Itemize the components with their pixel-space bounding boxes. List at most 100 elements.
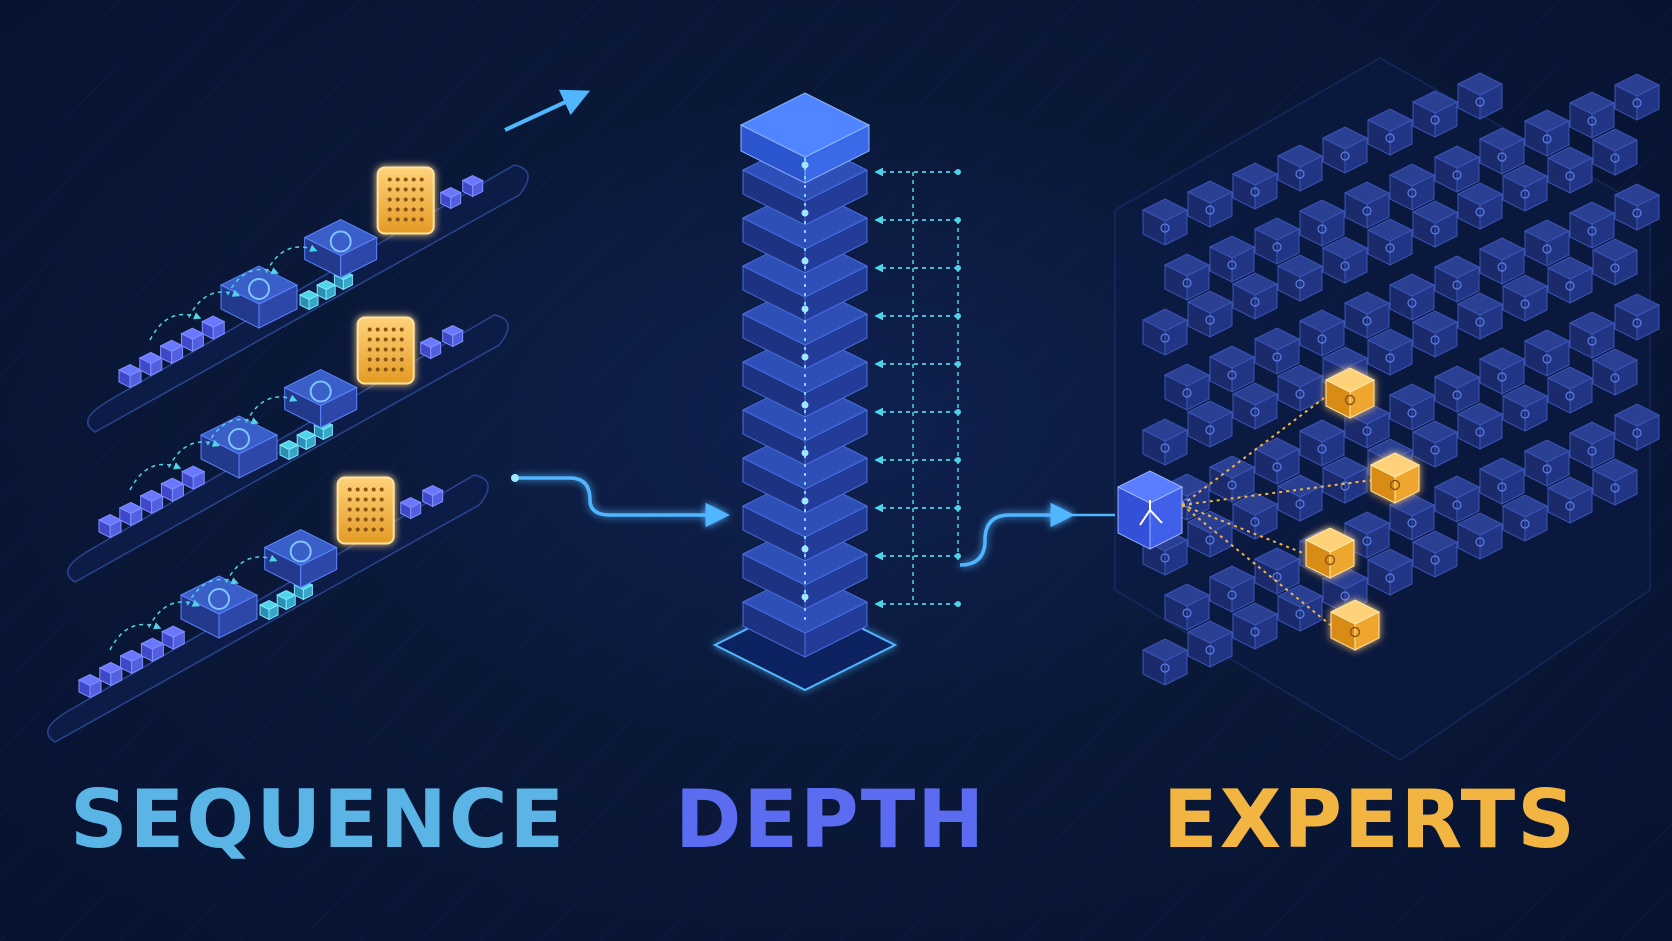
expert-cube (1613, 403, 1661, 451)
person-icon (1520, 409, 1530, 419)
person-icon (1272, 352, 1282, 362)
expert-cube (1501, 494, 1549, 542)
skip-node (955, 169, 961, 175)
loop-arrow-icon (208, 588, 230, 610)
grid-dots-icon (363, 487, 368, 492)
expert-cube (1411, 310, 1459, 358)
active-expert-cube (1304, 527, 1356, 579)
sequence-track (46, 474, 489, 743)
person-icon (1430, 555, 1440, 565)
person-icon (1227, 480, 1237, 490)
expert-cube (1501, 274, 1549, 322)
grid-dots-icon (371, 507, 376, 512)
person-icon (1497, 482, 1507, 492)
experts-label: EXPERTS (1163, 773, 1577, 866)
experts-diagram (1114, 57, 1661, 761)
expert-cube (1523, 439, 1571, 487)
sequence-token (138, 351, 163, 377)
expert-cube (1208, 565, 1256, 613)
expert-cube (1411, 200, 1459, 248)
grid-dots-icon (387, 177, 392, 182)
expert-cube (1231, 602, 1279, 650)
expert-cube (1163, 363, 1211, 411)
grid-dots-icon (403, 187, 408, 192)
sequence-token (118, 501, 143, 527)
grid-dots-icon (355, 487, 360, 492)
grid-dots-icon (395, 197, 400, 202)
expert-cube (1276, 144, 1324, 192)
grid-line (179, 0, 1081, 941)
expert-cube (1343, 181, 1391, 229)
expert-cube (1163, 583, 1211, 631)
expert-cube (1546, 146, 1594, 194)
depth-node (801, 161, 809, 169)
flow-arrow-sequence-depth (515, 476, 730, 528)
expert-cube (1433, 475, 1481, 523)
skip-node (955, 601, 961, 607)
expert-cube (1298, 309, 1346, 357)
grid-line (0, 0, 841, 879)
depth-layer-top (739, 92, 871, 184)
grid-line (119, 0, 1021, 941)
expert-cube (1163, 253, 1211, 301)
depth-node (801, 257, 809, 265)
sequence-token-teal (276, 589, 297, 611)
person-icon (1475, 537, 1485, 547)
expert-cube (1433, 365, 1481, 413)
person-icon (1182, 278, 1192, 288)
person-icon (1407, 188, 1417, 198)
depth-node (801, 209, 809, 217)
grid-line (1259, 509, 1672, 941)
expert-cube (1366, 218, 1414, 266)
person-icon (1205, 645, 1215, 655)
sequence-track (66, 314, 509, 583)
expert-cube (1591, 238, 1639, 286)
expert-cube (1388, 383, 1436, 431)
grid-dots-icon (399, 367, 404, 372)
grid-dots-icon (379, 487, 384, 492)
sequence-token-teal (296, 429, 317, 451)
expert-cube (1568, 311, 1616, 359)
expert-cube (1321, 456, 1369, 504)
recurrence-arrow (245, 394, 298, 423)
person-icon (1565, 171, 1575, 181)
person-icon (1385, 133, 1395, 143)
person-icon (1475, 207, 1485, 217)
expert-cube (1568, 91, 1616, 139)
person-icon (1542, 134, 1552, 144)
grid-dots-icon (379, 527, 384, 532)
person-icon (1340, 481, 1350, 491)
person-icon (1610, 153, 1620, 163)
grid-dots-icon (379, 517, 384, 522)
grid-line (0, 0, 301, 315)
sequence-token-teal (298, 289, 320, 311)
expert-cube (1253, 437, 1301, 485)
grid-dots-icon (391, 347, 396, 352)
grid-dots-icon (383, 337, 388, 342)
grid-dots-icon (419, 207, 424, 212)
grid-dots-icon (347, 507, 352, 512)
person-icon (1587, 336, 1597, 346)
grid-dots-icon (371, 527, 376, 532)
grid-line (1319, 572, 1672, 941)
routing-link (1181, 504, 1334, 628)
expert-cube (1141, 308, 1189, 356)
person-icon (1430, 225, 1440, 235)
grid-dots-icon (371, 517, 376, 522)
sequence-token (181, 465, 206, 490)
grid-line (0, 0, 181, 189)
person-icon (1452, 390, 1462, 400)
sequence-token (441, 324, 464, 348)
person-icon (1340, 591, 1350, 601)
expert-cube (1613, 293, 1661, 341)
person-icon (1160, 333, 1170, 343)
grid-dots-icon (379, 497, 384, 502)
grid-line (1379, 634, 1672, 941)
person-icon (1520, 519, 1530, 529)
expert-cube (1456, 72, 1504, 120)
grid-line (1499, 760, 1672, 941)
grid-dots-icon (363, 507, 368, 512)
person-icon (1475, 427, 1485, 437)
grid-dots-icon (411, 217, 416, 222)
